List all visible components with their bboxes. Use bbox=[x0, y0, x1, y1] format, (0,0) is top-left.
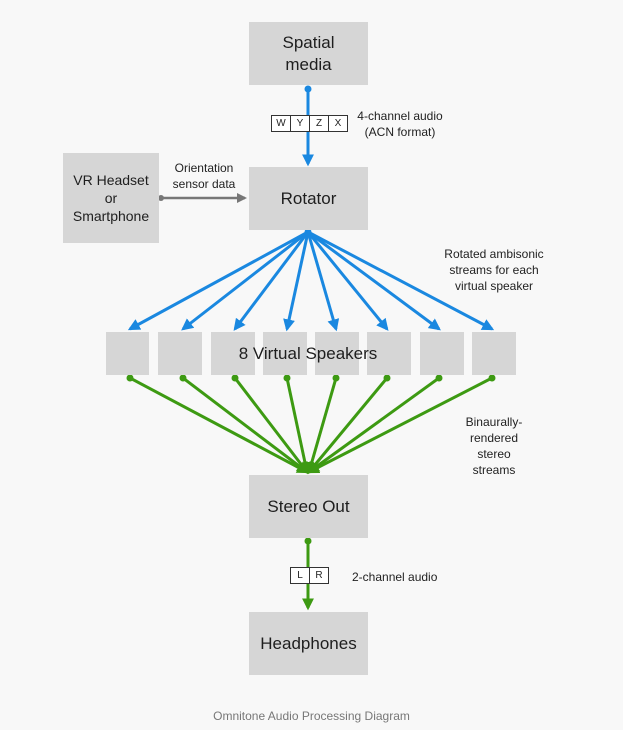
orientation-note: Orientation sensor data bbox=[172, 161, 236, 191]
rotator-node: Rotator bbox=[249, 167, 368, 230]
virtual-speaker-3 bbox=[211, 332, 255, 375]
vr-headset-label: VR Headset or Smartphone bbox=[72, 172, 150, 224]
rotated-streams-note: Rotated ambisonic streams for each virtu… bbox=[444, 247, 544, 293]
arrow-vr-to-rotator bbox=[158, 193, 247, 203]
two-channel-note: 2-channel audio bbox=[352, 570, 438, 584]
stereo-out-node: Stereo Out bbox=[249, 475, 368, 538]
virtual-speaker-2 bbox=[158, 332, 202, 375]
diagram-caption: Omnitone Audio Processing Diagram bbox=[213, 709, 410, 723]
headphones-label: Headphones bbox=[260, 633, 357, 653]
stereo-channel-strip: L R bbox=[290, 567, 329, 584]
arrows-speakers-to-stereo bbox=[126, 374, 496, 475]
headphones-node: Headphones bbox=[249, 612, 368, 675]
channel-y: Y bbox=[291, 116, 310, 131]
four-channel-note: 4-channel audio (ACN format) bbox=[357, 109, 443, 139]
spatial-media-label: Spatial media bbox=[282, 32, 335, 74]
rotator-label: Rotator bbox=[280, 188, 337, 208]
virtual-speaker-4 bbox=[263, 332, 307, 375]
virtual-speaker-6 bbox=[367, 332, 411, 375]
virtual-speaker-1 bbox=[106, 332, 149, 375]
virtual-speaker-8 bbox=[472, 332, 516, 375]
channel-z: Z bbox=[310, 116, 329, 131]
acn-channel-strip: W Y Z X bbox=[271, 115, 348, 132]
binaural-note: Binaurally- rendered stereo streams bbox=[465, 415, 523, 477]
channel-r: R bbox=[315, 570, 323, 581]
virtual-speaker-7 bbox=[420, 332, 464, 375]
spatial-media-node: Spatial media bbox=[249, 22, 368, 85]
virtual-speakers-label: 8 Virtual Speakers bbox=[238, 343, 378, 363]
channel-x: X bbox=[334, 118, 342, 129]
vr-headset-node: VR Headset or Smartphone bbox=[63, 153, 159, 243]
channel-l: L bbox=[291, 568, 310, 583]
stereo-out-label: Stereo Out bbox=[267, 496, 350, 516]
virtual-speaker-5 bbox=[315, 332, 359, 375]
arrows-rotator-to-speakers bbox=[127, 228, 495, 332]
channel-w: W bbox=[272, 116, 291, 131]
